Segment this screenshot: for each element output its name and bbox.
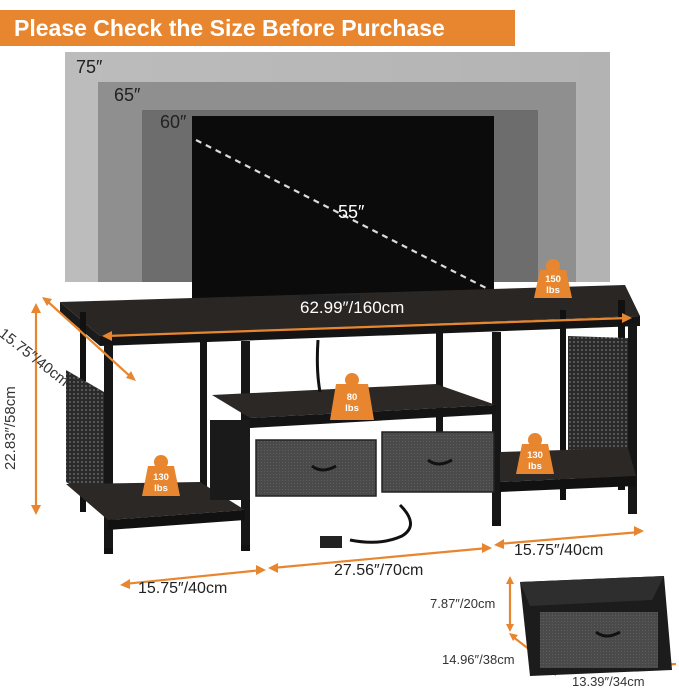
weight-badge-left [142,466,180,496]
tv-size-75-label: 75″ [76,57,103,77]
weight-badge-right [516,444,554,474]
tv-diagonal [195,139,491,291]
tv-size-65-label: 65″ [114,85,141,105]
tv-size-55-label: 55″ [338,202,365,222]
drawer-height-dimension: 7.87″/20cm [430,596,496,611]
weight-badge-middle [330,384,374,420]
tv-size-60-label: 60″ [160,112,187,132]
width-dimension: 62.99″/160cm [300,298,405,317]
left-lower-shelf [66,482,245,520]
banner-title: Please Check the Size Before Purchase [14,15,445,41]
right-mesh-panel [568,336,628,485]
drawer-width-dimension: 13.39″/34cm [572,674,645,689]
weight-left-text: 130 lbs [153,472,169,494]
drawer-depth-dimension: 14.96″/38cm [442,652,515,667]
height-dimension: 22.83″/58cm [2,386,19,470]
weight-top-text: 150 lbs [545,274,561,296]
tv-55 [192,116,494,302]
weight-badge-top [534,270,572,298]
weight-middle-text: 80 lbs [345,392,359,414]
tv-stand-top [60,285,640,336]
weight-right-text: 130 lbs [527,450,543,472]
right-section-dimension: 15.75″/40cm [514,542,604,559]
left-section-dimension: 15.75″/40cm [138,580,228,597]
drawer-right [381,431,495,493]
middle-section-dimension: 27.56″/70cm [334,562,424,579]
header-banner: Please Check the Size Before Purchase [0,10,515,46]
left-mesh-panel [66,370,104,505]
